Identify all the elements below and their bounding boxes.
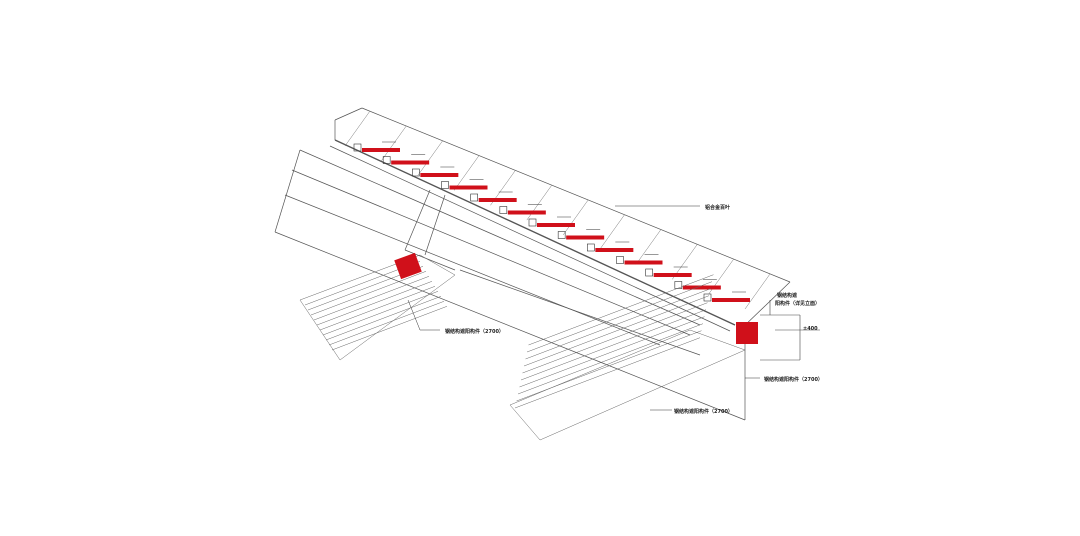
grid-line [526, 184, 553, 221]
louver-bar [391, 160, 430, 165]
hatch-line [517, 323, 704, 395]
louver-bracket [557, 231, 566, 239]
louver-bracket [353, 143, 362, 152]
grid-line [744, 273, 771, 310]
label-right-top-1: 钢结构遮 [777, 293, 798, 299]
louver-bar [362, 148, 400, 152]
right-detail-lines [760, 300, 820, 361]
hatch-line [319, 286, 436, 331]
leader-lines [407, 205, 760, 411]
hatch-line [310, 271, 427, 316]
louver-bar [624, 260, 663, 265]
hatch-line [519, 316, 705, 388]
main-structure-lines [274, 107, 791, 421]
grid-line [635, 229, 662, 265]
louver-bar [420, 173, 459, 177]
hatch-line [523, 295, 710, 367]
louver-bar [653, 273, 692, 277]
left-hatched-member [299, 254, 456, 361]
hatch-line [522, 302, 708, 374]
louver-bar [449, 185, 488, 190]
hatch-line [316, 281, 433, 326]
hatch-line [528, 274, 714, 346]
hatch-line [322, 291, 439, 336]
louver-bar [595, 248, 634, 252]
hatch-line [526, 281, 713, 353]
louver-bar [712, 298, 750, 302]
louver-bracket [470, 193, 478, 202]
louver-bars [353, 141, 750, 302]
louver-bracket [587, 243, 595, 252]
louver-bracket [382, 156, 391, 164]
louver-bracket [528, 218, 537, 227]
label-louver: 铝合金百叶 [705, 205, 731, 211]
label-dimension: ±400 [803, 326, 818, 332]
label-right-top-2: 阳构件（详见立面） [775, 301, 821, 307]
label-bottom-member: 钢结构遮阳构件（2700） [674, 409, 733, 415]
grid-line [381, 125, 407, 161]
louver-bar [478, 198, 517, 202]
louver-bracket [441, 181, 449, 189]
grid-line [344, 110, 371, 147]
louver-bracket [703, 293, 712, 302]
label-right-member: 钢结构遮阳构件（2700） [764, 377, 823, 383]
louver-bracket [645, 268, 653, 277]
louver-bracket [412, 168, 420, 177]
right-hatched-member [509, 274, 746, 441]
louver-bracket [499, 206, 508, 214]
hatch-line [331, 306, 448, 351]
louver-bracket [616, 256, 624, 264]
louver-bar [566, 235, 605, 240]
louver-grid [344, 110, 771, 310]
louver-bar [537, 223, 575, 227]
hatch-line [313, 276, 430, 321]
louver-bracket [674, 281, 683, 289]
right-steel-section [736, 322, 758, 344]
hatch-line [520, 309, 707, 381]
label-left-member: 钢结构遮阳构件（2700） [445, 329, 504, 335]
grid-line [417, 140, 443, 176]
grid-line [453, 155, 480, 191]
grid-line [562, 199, 589, 236]
grid-line [599, 214, 625, 250]
left-steel-section [394, 252, 422, 280]
hatch-line [516, 330, 702, 402]
louver-bar [507, 210, 546, 215]
hatch-line [325, 296, 442, 341]
hatch-line [525, 288, 711, 360]
louver-bar [682, 285, 721, 290]
hatch-line [514, 337, 701, 409]
hatch-line [328, 301, 445, 346]
